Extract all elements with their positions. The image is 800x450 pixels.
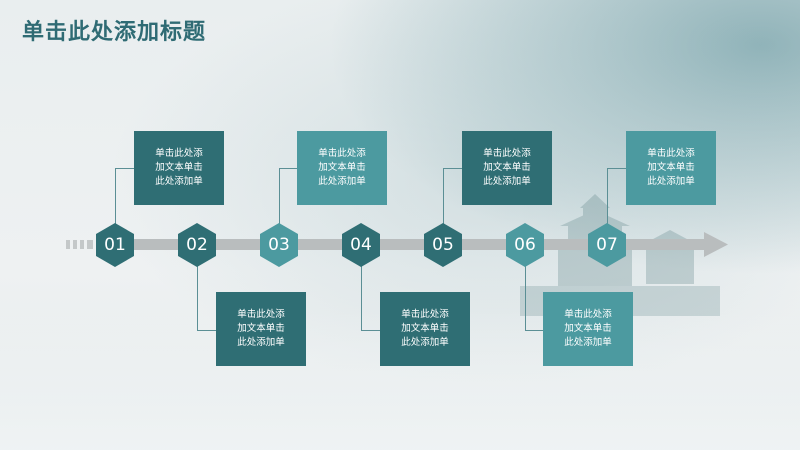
connector-07: [607, 168, 627, 225]
step-06-textbox[interactable]: 单击此处添 加文本单击 此处添加单: [543, 292, 633, 366]
connector-05: [443, 168, 463, 225]
step-05-textbox[interactable]: 单击此处添 加文本单击 此处添加单: [462, 131, 552, 205]
connector-06: [525, 266, 544, 331]
step-01-textbox[interactable]: 单击此处添 加文本单击 此处添加单: [134, 131, 224, 205]
connector-02: [197, 266, 218, 331]
connector-04: [361, 266, 381, 331]
connector-03: [279, 168, 298, 225]
step-03-textbox[interactable]: 单击此处添 加文本单击 此处添加单: [297, 131, 387, 205]
step-03-marker[interactable]: 03: [260, 223, 298, 267]
step-04-textbox[interactable]: 单击此处添 加文本单击 此处添加单: [380, 292, 470, 366]
connector-01: [115, 168, 136, 225]
slide-title[interactable]: 单击此处添加标题: [22, 20, 207, 45]
step-05-marker[interactable]: 05: [424, 223, 462, 267]
step-02-textbox[interactable]: 单击此处添 加文本单击 此处添加单: [216, 292, 306, 366]
step-07-textbox[interactable]: 单击此处添 加文本单击 此处添加单: [626, 131, 716, 205]
step-04-marker[interactable]: 04: [342, 223, 380, 267]
